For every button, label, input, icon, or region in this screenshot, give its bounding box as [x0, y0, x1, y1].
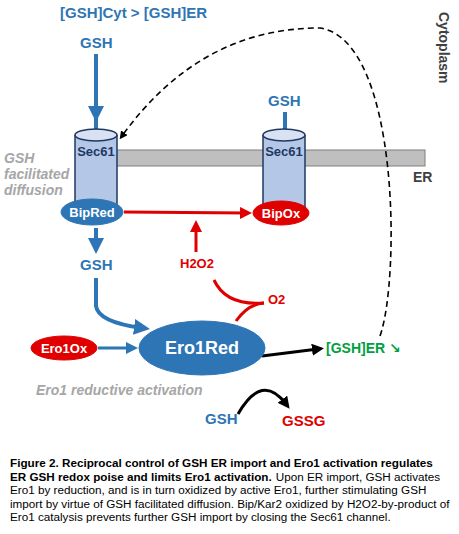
molecule-label: GSH — [80, 256, 113, 273]
node-text: Ero1Ox — [41, 341, 87, 356]
gsh-import-arrow — [94, 228, 98, 246]
protein-ellipse: Ero1Ox — [30, 335, 98, 361]
node-text: Sec61 — [77, 144, 115, 159]
molecule-label: GSSG — [282, 412, 325, 429]
dashed-feedback — [122, 28, 391, 336]
molecule-label: GSH — [268, 92, 301, 109]
membrane — [98, 150, 425, 166]
protein-ellipse: Ero1Red — [138, 320, 266, 376]
h2o2-curve — [214, 280, 264, 303]
figure-caption: Figure 2. Reciprocal control of GSH ER i… — [10, 456, 450, 524]
node-text: BipRed — [69, 205, 115, 220]
node-text: BipOx — [262, 206, 300, 221]
node-text: Ero1Red — [165, 338, 239, 359]
node-text: Sec61 — [265, 144, 303, 159]
protein-ellipse: BipOx — [252, 200, 310, 226]
process-label: GSH facilitated diffusion — [4, 150, 78, 198]
concentration-label: [GSH]ER ↘ — [326, 340, 401, 356]
process-label: Ero1 reductive activation — [36, 382, 203, 398]
molecule-label: O2 — [268, 292, 285, 307]
connector-arrow — [124, 212, 246, 213]
protein-ellipse: BipRed — [60, 198, 124, 226]
gsh-to-ero1-arrow — [96, 278, 142, 328]
molecule-label: GSH — [205, 410, 238, 427]
compartment-label: Cytoplasm — [436, 12, 452, 84]
h2o2-arrow — [195, 226, 198, 252]
ero1-output-arrow — [262, 349, 318, 356]
molecule-label: GSH — [80, 34, 113, 51]
compartment-label: ER — [413, 169, 432, 185]
gsh-import-arrow — [94, 54, 98, 114]
gsh-oxidation-arc — [238, 390, 286, 414]
o2-curve — [236, 303, 264, 321]
molecule-label: H2O2 — [180, 256, 214, 271]
connector-arrow — [98, 347, 132, 350]
concentration-label: [GSH]Cyt > [GSH]ER — [60, 4, 207, 21]
